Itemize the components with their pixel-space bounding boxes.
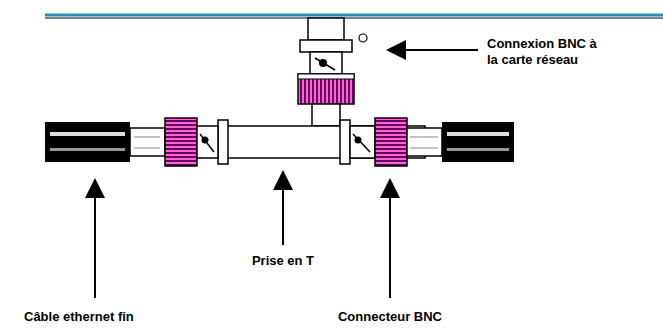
part-label: Connecteur BNC — [338, 309, 442, 325]
part-label: Connexion BNC à la carte réseau — [487, 36, 609, 68]
part-label: Câble ethernet fin — [24, 309, 134, 325]
part-label: Prise en T — [252, 253, 314, 269]
